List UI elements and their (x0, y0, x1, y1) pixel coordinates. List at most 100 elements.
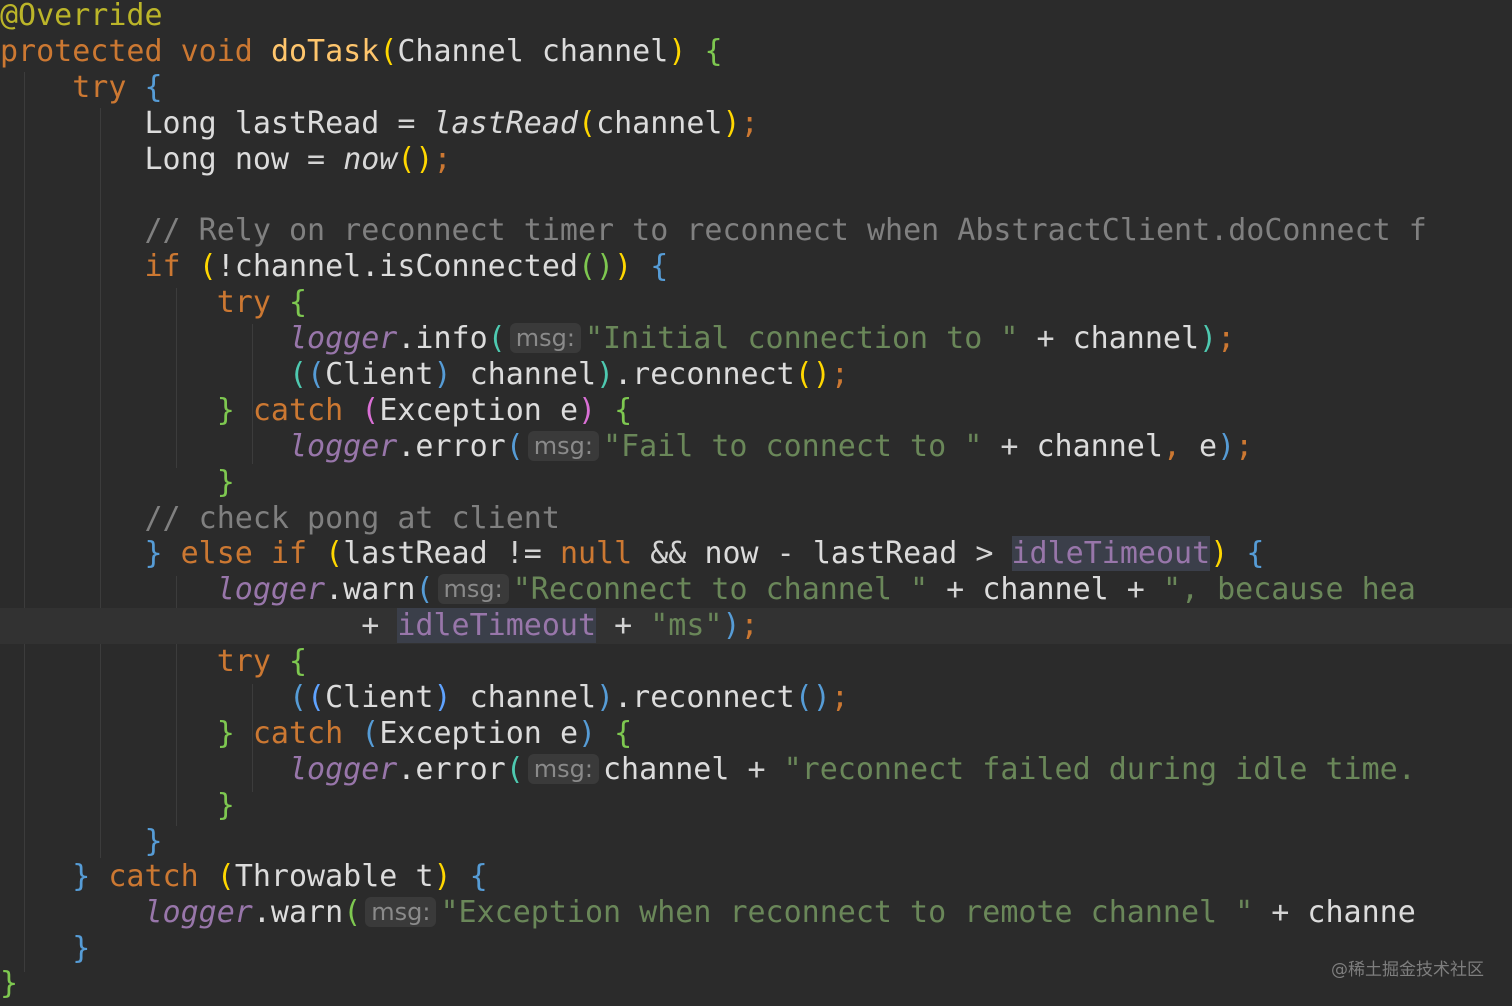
code-line-14[interactable]: } (216, 465, 235, 500)
param-hint: msg: (365, 897, 437, 927)
field-logger: logger (144, 895, 253, 930)
code-line-20[interactable]: ((Client) channel).reconnect(); (288, 680, 849, 715)
code-line-1[interactable]: @Override (0, 0, 1512, 34)
call-info: .info (397, 321, 488, 356)
call-error: .error (397, 752, 506, 787)
keyword-catch: catch (108, 859, 199, 894)
code-line-27[interactable]: } (72, 931, 91, 966)
string-literal: "ms" (650, 608, 723, 643)
keyword-try: try (72, 70, 127, 105)
field-logger: logger (216, 572, 326, 607)
var-t: t (415, 859, 434, 894)
type-exception: Exception (379, 716, 542, 751)
comment: // Rely on reconnect timer to reconnect … (144, 213, 1427, 248)
arg-channel: channel (1072, 321, 1200, 356)
keyword-null: null (559, 536, 633, 571)
string-literal: "reconnect failed during idle time. (783, 752, 1416, 787)
code-line-17[interactable]: logger.warn(msg:"Reconnect to channel " … (216, 572, 1416, 607)
string-literal: "Initial connection to " (584, 321, 1019, 356)
indent-guide (176, 288, 177, 468)
field-logger: logger (288, 429, 398, 464)
type-throwable: Throwable (234, 859, 398, 894)
arg-channel: channel (1036, 429, 1163, 464)
call-reconnect: .reconnect (614, 357, 795, 392)
string-literal: "Reconnect to channel " (512, 572, 929, 607)
code-line-19[interactable]: try { (216, 644, 308, 679)
code-line-11[interactable]: ((Client) channel).reconnect(); (288, 357, 849, 392)
code-line-8[interactable]: if (!channel.isConnected()) { (144, 249, 669, 284)
param-hint: msg: (509, 323, 581, 353)
indent-guide (252, 684, 253, 792)
string-literal: "Exception when reconnect to remote chan… (440, 895, 1254, 930)
code-line-5[interactable]: Long now = now(); (144, 142, 452, 177)
code-line-23[interactable]: } (216, 788, 235, 823)
arg-channel-truncated: channe (1307, 895, 1416, 930)
param-hint: msg: (527, 431, 599, 461)
call-error: .error (397, 429, 506, 464)
code-line-3[interactable]: try { (72, 70, 163, 105)
keyword-catch: catch (252, 393, 344, 428)
param-hint: msg: (527, 754, 599, 784)
var-lastread: lastRead (234, 106, 380, 141)
keyword-if: if (270, 536, 308, 571)
call-reconnect: .reconnect (614, 680, 795, 715)
annotation: @Override (0, 0, 163, 33)
var-channel: channel (469, 357, 597, 392)
code-line-15[interactable]: // check pong at client (0, 501, 1512, 537)
code-line-25[interactable]: } catch (Throwable t) { (72, 859, 488, 894)
code-line-22[interactable]: logger.error(msg:channel + "reconnect fa… (288, 752, 1416, 787)
param-hint: msg: (437, 574, 509, 604)
call-warn: .warn (252, 895, 344, 930)
comment: // check pong at client (144, 501, 560, 536)
code-line-24[interactable]: } (144, 824, 163, 859)
var-lastread: lastRead (343, 536, 488, 571)
var-lastread: lastRead (812, 536, 958, 571)
keyword-try: try (216, 285, 271, 320)
field-idletimeout: idleTimeout (397, 608, 597, 643)
field-idletimeout: idleTimeout (1011, 536, 1211, 571)
arg-e: e (1199, 429, 1218, 464)
type-client: Client (325, 680, 434, 715)
field-logger: logger (288, 752, 398, 787)
keyword-catch: catch (252, 716, 344, 751)
code-line-13[interactable]: logger.error(msg:"Fail to connect to " +… (288, 429, 1254, 464)
type-exception: Exception (379, 393, 542, 428)
keyword-else: else (180, 536, 253, 571)
arg-channel: channel (596, 106, 723, 141)
var-now: now (234, 142, 289, 177)
keyword-protected: protected (0, 34, 163, 69)
arg-channel: channel (982, 572, 1109, 607)
code-line-16[interactable]: } else if (lastRead != null && now - las… (144, 536, 1265, 571)
keyword-try: try (216, 644, 271, 679)
indent-guide (176, 576, 177, 826)
indent-guide (24, 72, 25, 972)
code-line-26[interactable]: logger.warn(msg:"Exception when reconnec… (144, 895, 1416, 930)
code-line-10[interactable]: logger.info(msg:"Initial connection to "… (288, 321, 1236, 356)
keyword-if: if (144, 249, 181, 284)
var-channel: channel (469, 680, 597, 715)
condition: !channel.isConnected (216, 249, 578, 284)
var-now: now (704, 536, 759, 571)
code-line-9[interactable]: try { (216, 285, 308, 320)
code-line-7[interactable]: // Rely on reconnect timer to reconnect … (0, 213, 1512, 249)
watermark: @稀土掘金技术社区 (1331, 960, 1484, 980)
type-long: Long (144, 142, 217, 177)
indent-guide (252, 324, 253, 464)
string-literal: ", because hea (1162, 572, 1416, 607)
code-line-28[interactable]: } (0, 966, 19, 1001)
var-e: e (559, 716, 578, 751)
code-line-4[interactable]: Long lastRead = lastRead(channel); (144, 106, 759, 141)
call-lastread: lastRead (433, 106, 579, 141)
arg-channel: channel (603, 752, 730, 787)
type-long: Long (144, 106, 217, 141)
code-line-12[interactable]: } catch (Exception e) { (216, 393, 633, 428)
param-type: Channel (397, 34, 524, 69)
code-line-18-current[interactable]: + idleTimeout + "ms"); (0, 608, 1512, 644)
code-line-21[interactable]: } catch (Exception e) { (216, 716, 633, 751)
code-line-2[interactable]: protected void doTask(Channel channel) { (0, 34, 723, 69)
var-e: e (559, 393, 578, 428)
type-client: Client (325, 357, 434, 392)
string-literal: "Fail to connect to " (603, 429, 983, 464)
param-name: channel (541, 34, 669, 69)
